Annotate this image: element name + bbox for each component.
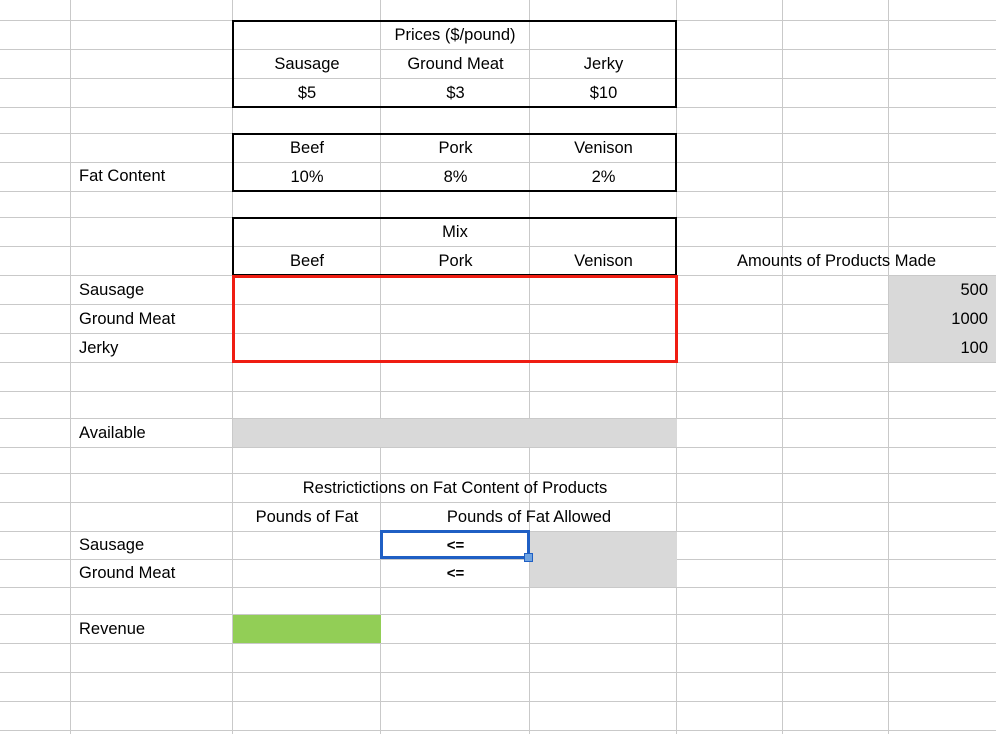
- prices-value-jerky[interactable]: $10: [589, 83, 618, 102]
- amounts-made-value-jerky[interactable]: 100: [960, 338, 988, 357]
- mix-cell-jerky-venison[interactable]: [530, 334, 677, 362]
- grid-line-horizontal: [0, 614, 996, 615]
- restrictions-allowed-sausage[interactable]: [530, 532, 677, 559]
- mix-cell-sausage-pork[interactable]: [381, 276, 530, 304]
- restrictions-title: Restrictictions on Fat Content of Produc…: [302, 478, 608, 497]
- mix-cell-sausage-venison[interactable]: [530, 276, 677, 304]
- grid-line-horizontal: [0, 362, 996, 363]
- mix-cell-ground-meat-pork[interactable]: [381, 305, 530, 333]
- mix-row-label-jerky: Jerky: [79, 338, 119, 357]
- grid-line-horizontal: [0, 418, 996, 419]
- prices-header-sausage: Sausage: [274, 54, 340, 73]
- revenue-value-cell[interactable]: [233, 615, 381, 643]
- grid-line-horizontal: [0, 162, 996, 163]
- grid-line-horizontal: [0, 730, 996, 731]
- fat-content-row-label: Fat Content: [79, 167, 166, 185]
- mix-row-label-sausage: Sausage: [79, 280, 145, 299]
- restrictions-operator-ground-meat[interactable]: <=: [446, 565, 465, 582]
- mix-header-venison: Venison: [574, 251, 633, 270]
- pounds-of-fat-allowed-fill: [530, 532, 677, 587]
- grid-line-horizontal: [0, 49, 996, 50]
- mix-cell-ground-meat-beef[interactable]: [233, 305, 381, 333]
- mix-table-title: Mix: [442, 222, 468, 241]
- available-value-beef[interactable]: [233, 419, 381, 447]
- grid-line-horizontal: [0, 473, 996, 474]
- amounts-made-title: Amounts of Products Made: [736, 251, 936, 270]
- restrictions-row-label-sausage: Sausage: [79, 536, 145, 554]
- prices-table-title: Prices ($/pound): [394, 25, 516, 44]
- grid-line-vertical: [70, 0, 71, 734]
- fat-content-header-venison: Venison: [574, 138, 633, 157]
- available-fill: [233, 419, 677, 447]
- fat-content-value-venison[interactable]: 2%: [591, 167, 616, 186]
- fat-content-value-pork[interactable]: 8%: [443, 167, 468, 186]
- restrictions-operator-sausage[interactable]: <=: [446, 537, 465, 554]
- grid-line-horizontal: [0, 447, 996, 448]
- grid-line-vertical: [380, 0, 381, 734]
- available-value-pork[interactable]: [381, 419, 530, 447]
- grid-line-vertical: [676, 0, 677, 734]
- grid-line-horizontal: [0, 246, 996, 247]
- restrictions-pounds-of-fat-sausage[interactable]: [233, 532, 381, 559]
- prices-header-ground-meat: Ground Meat: [407, 54, 504, 73]
- grid-line-horizontal: [0, 107, 996, 108]
- mix-header-pork: Pork: [438, 251, 473, 270]
- grid-line-horizontal: [0, 559, 996, 560]
- amounts-made-value-ground-meat[interactable]: 1000: [951, 309, 988, 328]
- revenue-fill: [233, 615, 381, 643]
- grid-line-horizontal: [0, 304, 996, 305]
- restrictions-allowed-ground-meat[interactable]: [530, 560, 677, 587]
- fat-content-value-beef[interactable]: 10%: [290, 167, 324, 186]
- available-label: Available: [79, 423, 146, 442]
- grid-line-horizontal: [0, 333, 996, 334]
- fat-content-header-beef: Beef: [290, 138, 324, 157]
- grid-line-vertical: [529, 0, 530, 734]
- grid-line-horizontal: [0, 587, 996, 588]
- grid-line-horizontal: [0, 391, 996, 392]
- mix-cell-ground-meat-venison[interactable]: [530, 305, 677, 333]
- restrictions-row-label-ground-meat: Ground Meat: [79, 564, 176, 582]
- grid-line-vertical: [782, 0, 783, 734]
- restrictions-header-pounds-of-fat: Pounds of Fat: [255, 507, 359, 526]
- mix-cell-jerky-pork[interactable]: [381, 334, 530, 362]
- grid-line-horizontal: [0, 502, 996, 503]
- restrictions-pounds-of-fat-ground-meat[interactable]: [233, 560, 381, 587]
- mix-cell-sausage-beef[interactable]: [233, 276, 381, 304]
- restrictions-header-pounds-of-fat-allowed: Pounds of Fat Allowed: [446, 507, 612, 526]
- prices-header-jerky: Jerky: [583, 54, 624, 73]
- available-value-venison[interactable]: [530, 419, 677, 447]
- grid-line-horizontal: [0, 701, 996, 702]
- mix-cell-jerky-beef[interactable]: [233, 334, 381, 362]
- fill-handle[interactable]: [524, 553, 533, 562]
- mix-row-label-ground-meat: Ground Meat: [79, 309, 176, 328]
- grid-line-vertical: [232, 0, 233, 734]
- grid-line-horizontal: [0, 643, 996, 644]
- revenue-label: Revenue: [79, 619, 146, 638]
- mix-header-beef: Beef: [290, 251, 324, 270]
- grid-line-horizontal: [0, 78, 996, 79]
- prices-value-ground-meat[interactable]: $3: [446, 83, 465, 102]
- amounts-made-value-sausage[interactable]: 500: [960, 280, 988, 299]
- grid-line-horizontal: [0, 191, 996, 192]
- fat-content-header-pork: Pork: [438, 138, 473, 157]
- grid-line-vertical: [888, 0, 889, 734]
- active-cell-selection[interactable]: [380, 530, 530, 559]
- prices-value-sausage[interactable]: $5: [297, 83, 317, 102]
- grid-line-horizontal: [0, 672, 996, 673]
- amounts-made-fill: [889, 276, 996, 362]
